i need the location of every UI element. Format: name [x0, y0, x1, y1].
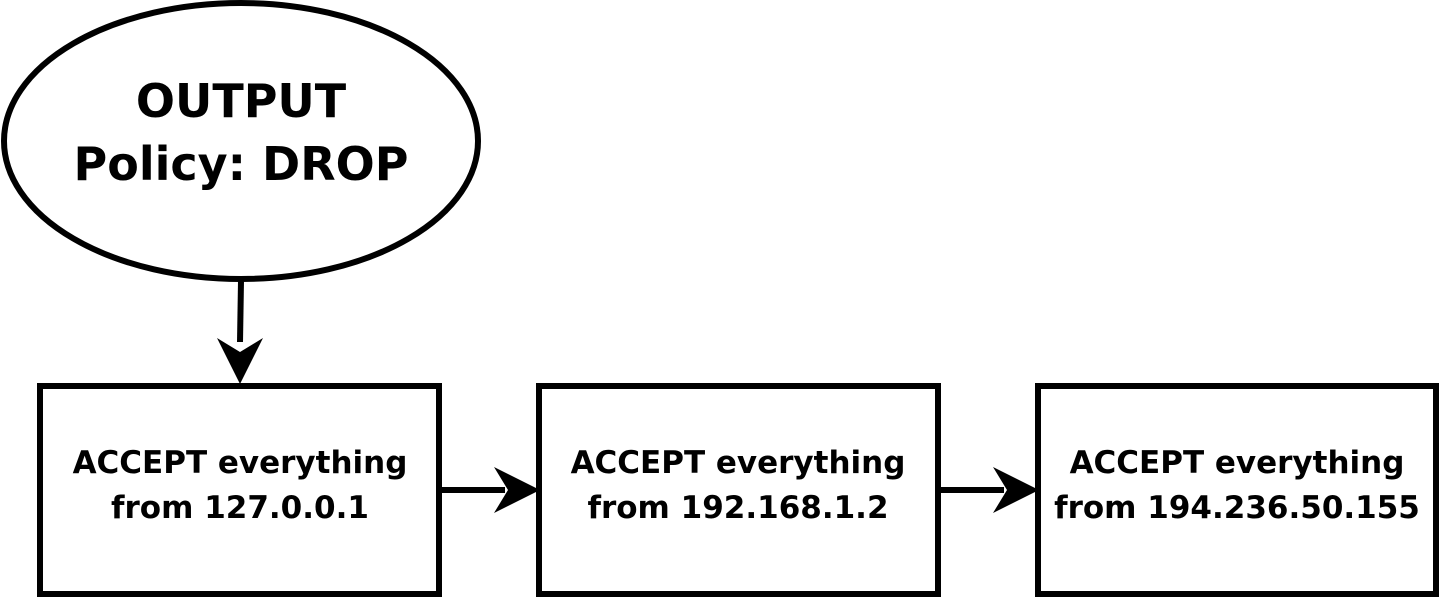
rule-box-2	[536, 383, 941, 597]
chain-name-label: OUTPUT	[136, 74, 347, 128]
rule-box-1	[37, 383, 442, 597]
rule-2-source-label: from 192.168.1.2	[587, 490, 888, 526]
edge-rule-2-to-rule-3	[941, 467, 1039, 513]
output-chain-ellipse	[1, 0, 481, 282]
rule-1-action-label: ACCEPT everything	[73, 445, 408, 481]
rule-1-source-label: from 127.0.0.1	[111, 490, 369, 526]
rule-node-2: ACCEPT everything from 192.168.1.2	[536, 383, 941, 597]
arrowhead-right-icon	[993, 467, 1039, 513]
arrowhead-right-icon	[494, 467, 540, 513]
edge-output-to-rule-1	[217, 280, 263, 384]
edge-rule-1-to-rule-2	[442, 467, 540, 513]
rule-node-1: ACCEPT everything from 127.0.0.1	[37, 383, 442, 597]
rule-box-3	[1035, 383, 1439, 597]
chain-policy-label: Policy: DROP	[74, 137, 409, 191]
rule-node-3: ACCEPT everything from 194.236.50.155	[1035, 383, 1439, 597]
rule-3-action-label: ACCEPT everything	[1070, 445, 1405, 481]
rule-3-source-label: from 194.236.50.155	[1054, 490, 1420, 526]
rule-2-action-label: ACCEPT everything	[571, 445, 906, 481]
arrowhead-down-icon	[217, 338, 263, 384]
output-chain-node: OUTPUT Policy: DROP	[1, 0, 481, 282]
